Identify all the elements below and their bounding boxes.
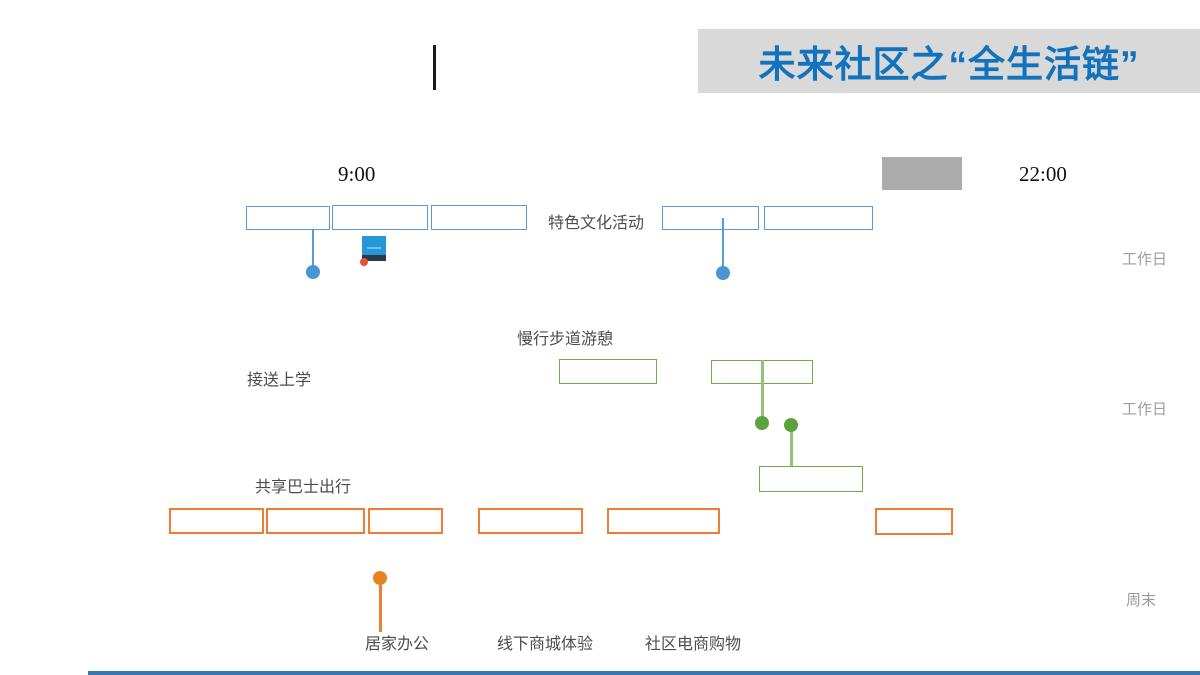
connector-line — [790, 432, 793, 483]
timeline-box — [431, 205, 527, 230]
timeline-marker-dot — [716, 266, 730, 280]
timeline-box — [764, 206, 873, 230]
workday-label-1: 工作日 — [1122, 251, 1168, 268]
connector-line — [761, 360, 764, 417]
timeline-marker-dot — [755, 416, 769, 430]
timeline-box — [607, 508, 720, 534]
school-label: 接送上学 — [247, 372, 312, 389]
ecommerce-label: 社区电商购物 — [645, 636, 742, 653]
connector-line — [312, 230, 314, 267]
mall-label: 线下商城体验 — [497, 636, 594, 653]
timeline-marker-dot — [306, 265, 320, 279]
timeline-box — [478, 508, 583, 534]
timeline-box — [559, 359, 657, 384]
timeline-box — [169, 508, 264, 534]
timeline-box — [875, 508, 953, 535]
slide-title-bar: 未来社区之“全生活链” — [698, 29, 1200, 93]
page-title: 未来社区之“全生活链” — [758, 44, 1140, 85]
walkway-label: 慢行步道游憩 — [517, 331, 614, 348]
book-icon — [360, 236, 386, 266]
weekend-label: 周末 — [1126, 592, 1157, 609]
timeline-box — [246, 206, 330, 230]
timeline-box — [662, 206, 759, 230]
connector-line — [379, 585, 382, 632]
timeline-box — [368, 508, 443, 534]
timeline-box — [332, 205, 428, 230]
home-office-label: 居家办公 — [365, 636, 430, 653]
bottom-accent-bar — [88, 671, 1200, 675]
connector-line — [722, 218, 724, 267]
time-start-label: 9:00 — [338, 162, 376, 186]
bus-label: 共享巴士出行 — [255, 479, 352, 496]
workday-label-2: 工作日 — [1122, 401, 1168, 418]
timeline-box — [266, 508, 365, 534]
gray-rectangle — [882, 157, 962, 190]
time-end-label: 22:00 — [1019, 162, 1067, 186]
timeline-box — [759, 466, 863, 492]
text-cursor-bar — [433, 45, 436, 90]
cultural-activity-label: 特色文化活动 — [548, 215, 645, 232]
timeline-marker-dot — [784, 418, 798, 432]
timeline-marker-dot — [373, 571, 387, 585]
